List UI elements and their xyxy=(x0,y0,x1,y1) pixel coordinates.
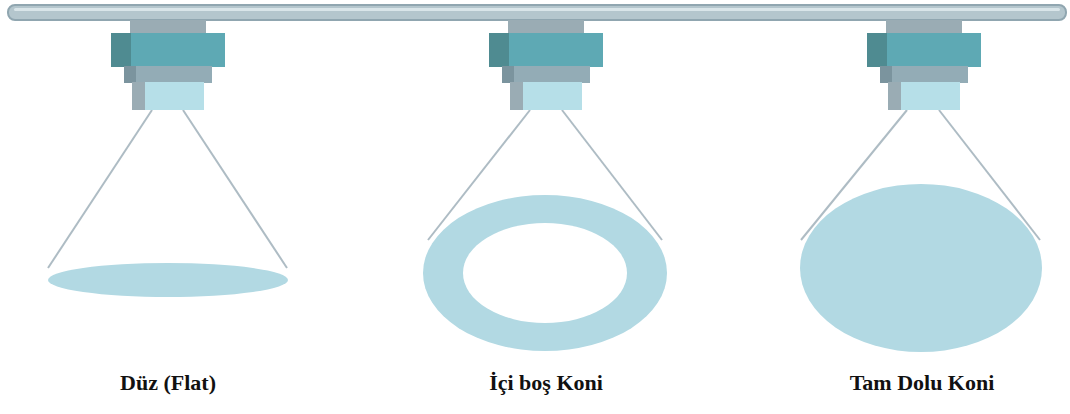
pipe-highlight xyxy=(14,8,1060,11)
pipe xyxy=(8,5,1066,20)
flat-spray xyxy=(48,110,288,297)
pattern-label: Düz (Flat) xyxy=(120,370,216,396)
pattern-label: Tam Dolu Koni xyxy=(850,370,995,396)
hollow-cone-spray xyxy=(423,110,667,351)
pattern-label: İçi boş Koni xyxy=(489,370,603,396)
full-cone-spray xyxy=(800,110,1042,352)
